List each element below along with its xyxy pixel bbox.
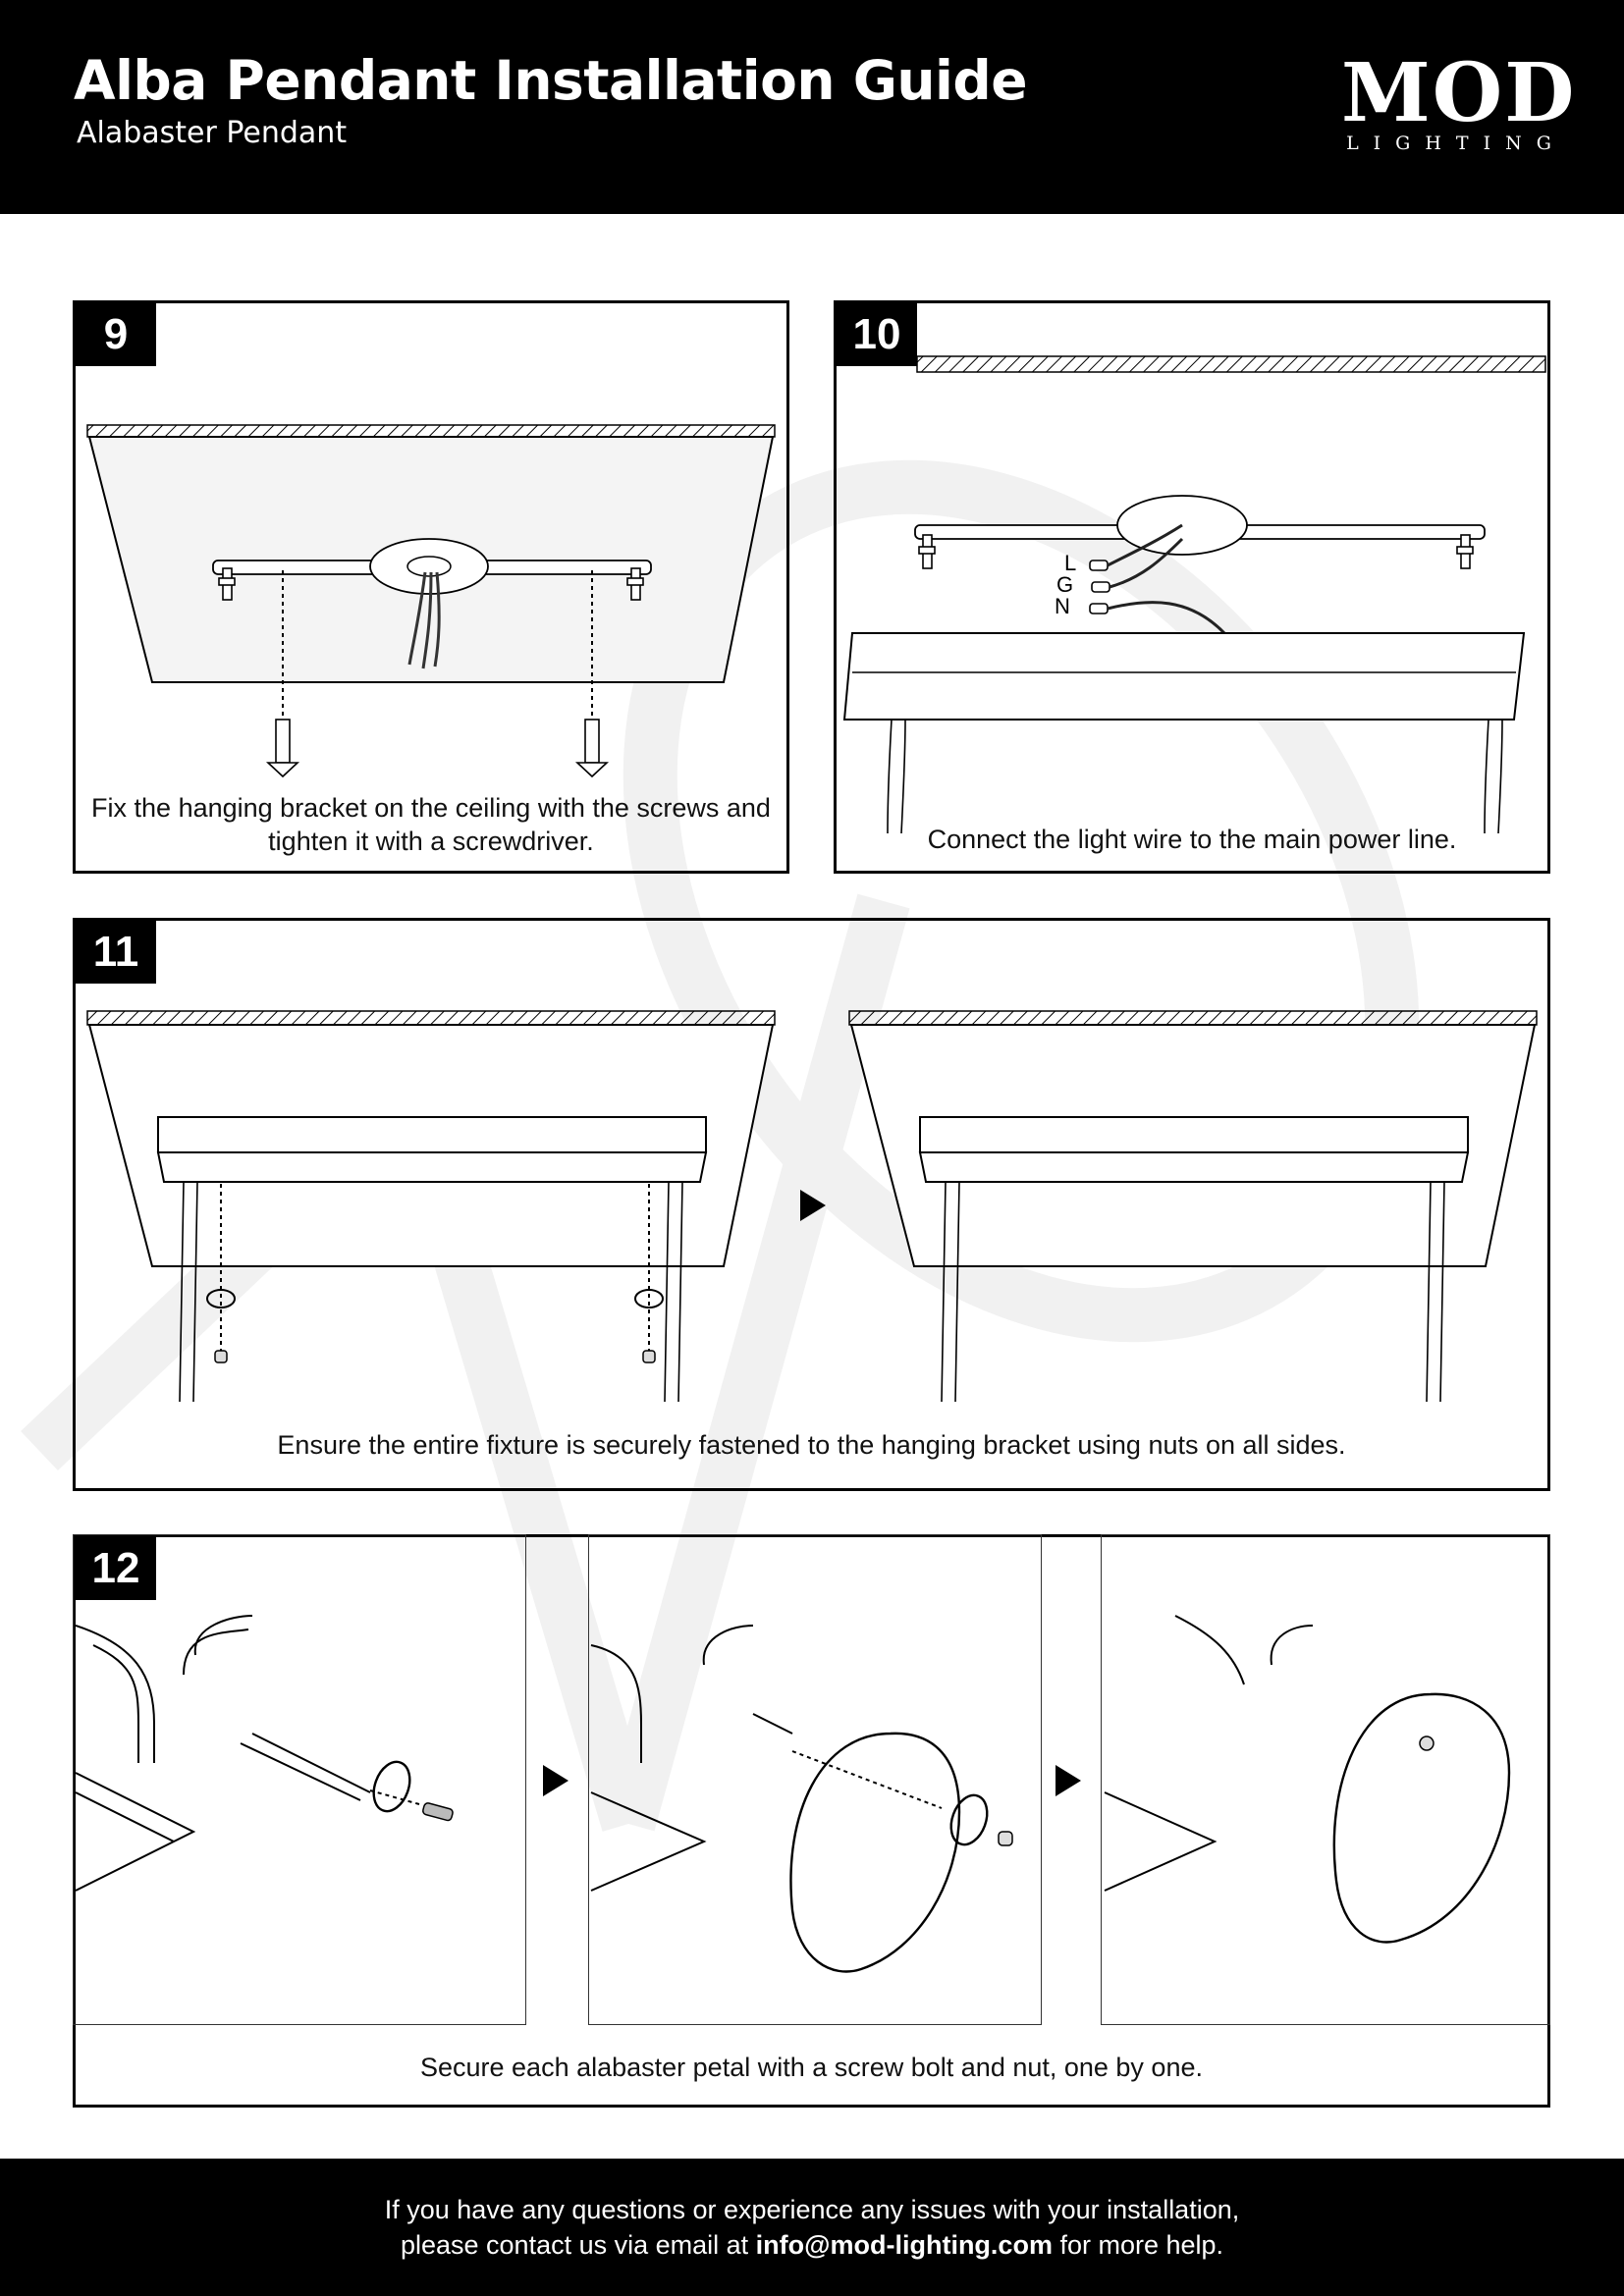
footer-bar: If you have any questions or experience …: [0, 2159, 1624, 2296]
rotate-icon: [372, 1760, 411, 1813]
bracket-bolt-right: [626, 567, 644, 601]
step-10-caption: Connect the light wire to the main power…: [927, 825, 1457, 854]
rotate-icon: [949, 1793, 989, 1846]
step-11-badge: 11: [76, 921, 156, 984]
footer-text: If you have any questions or experience …: [0, 2192, 1624, 2264]
wire-connectors: [1089, 560, 1110, 614]
page-subtitle: Alabaster Pendant: [77, 116, 348, 150]
rotate-icon: [206, 1289, 236, 1308]
step-10-badge: 10: [837, 303, 917, 366]
bracket-bolt-left: [918, 534, 936, 569]
footer-line-1: If you have any questions or experience …: [384, 2195, 1240, 2224]
brand-logo: MOD LIGHTING: [1341, 46, 1574, 157]
step-12-subpanel-1: [73, 1534, 526, 2025]
step-12-badge: 12: [76, 1537, 156, 1600]
step-9-caption: Fix the hanging bracket on the ceiling w…: [91, 793, 771, 856]
rotate-icon: [634, 1289, 664, 1308]
wire-label-g: G: [1056, 572, 1073, 597]
ceiling-hatch: [86, 424, 776, 438]
bracket-bolt-right: [1456, 534, 1474, 569]
nut-icon: [214, 1350, 228, 1363]
bracket-bolt-left: [218, 567, 236, 601]
step-12-illustration: [76, 1615, 1511, 1973]
page-title: Alba Pendant Installation Guide: [74, 49, 1028, 112]
step-12-caption: Secure each alabaster petal with a screw…: [419, 2053, 1203, 2082]
step-9-panel: 9 Fix the hanging bracket on the ceiling…: [73, 300, 789, 874]
ceiling-hatch: [848, 1010, 1538, 1026]
step-9-illustration: [86, 424, 776, 778]
step-11-caption: Ensure the entire fixture is securely fa…: [277, 1430, 1346, 1460]
wire-label-l: L: [1064, 551, 1076, 575]
screw-icon: [574, 719, 610, 778]
screw-icon: [422, 1802, 454, 1822]
ceiling-hatch: [916, 355, 1546, 373]
step-11-illustration: [86, 1010, 1538, 1403]
nut-icon: [642, 1350, 656, 1363]
nut-icon: [998, 1831, 1013, 1846]
step-10-illustration: L G N: [842, 355, 1546, 834]
canopy-box: [157, 1116, 707, 1153]
step-12-subpanel-2: [588, 1534, 1042, 2025]
screw-icon: [265, 719, 300, 778]
arrow-right-icon: [800, 1190, 826, 1221]
wire-label-n: N: [1055, 594, 1070, 618]
contact-email[interactable]: info@mod-lighting.com: [755, 2230, 1053, 2261]
header-bar: Alba Pendant Installation Guide Alabaste…: [0, 0, 1624, 214]
ceiling-hatch: [86, 1010, 776, 1026]
step-11-panel: 11 Ensure the entire fixture is securely…: [73, 918, 1550, 1491]
logo-subword: LIGHTING: [1346, 133, 1566, 154]
step-12-subpanel-3: [1101, 1534, 1550, 2025]
step-12-panel: 12 Secure each alabas: [73, 1534, 1550, 2108]
suspension-rod-right: [1484, 719, 1503, 834]
step-10-panel: 10 L G N Connect the light wire to the m…: [834, 300, 1550, 874]
alabaster-petal: [1332, 1692, 1511, 1944]
suspension-rod-left: [887, 719, 906, 834]
alabaster-petal: [789, 1732, 961, 1973]
nut-icon: [1419, 1735, 1435, 1751]
ceiling-wires: [407, 571, 441, 669]
canopy-box: [842, 632, 1526, 721]
footer-line-2: please contact us via email at info@mod-…: [400, 2230, 1224, 2261]
power-wires: [1107, 523, 1226, 635]
canopy-box: [919, 1116, 1469, 1153]
arrow-right-icon: [543, 1765, 568, 1796]
logo-word: MOD: [1341, 46, 1577, 140]
arrow-right-icon: [1056, 1765, 1081, 1796]
step-9-badge: 9: [76, 303, 156, 366]
